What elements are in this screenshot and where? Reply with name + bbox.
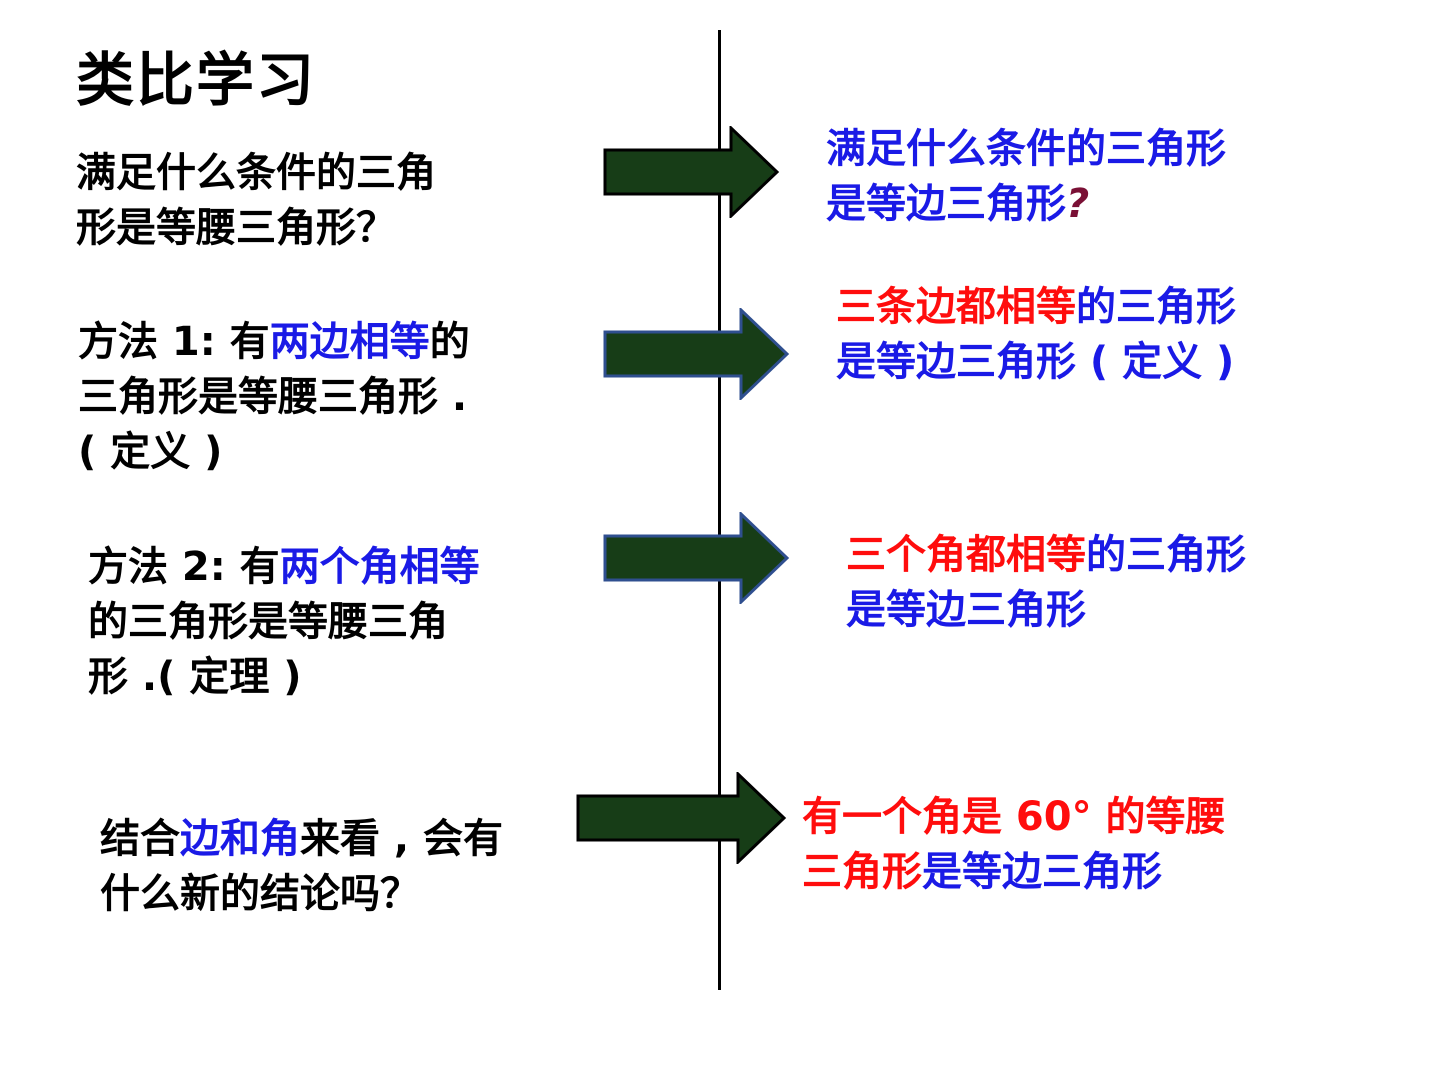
question-combined-suffix: 来看 , 会有 <box>300 816 504 862</box>
question-equilateral-text: 是等边三角形 <box>826 181 1066 227</box>
conclusion-sides-red: 三条边都相等 <box>836 284 1076 330</box>
conclusion-60-blue: 是等边三角形 <box>922 849 1162 895</box>
method-1: 方法 1: 有两边相等的 三角形是等腰三角形 . ( 定义 ) <box>78 315 470 480</box>
conclusion-60-line2: 三角形是等边三角形 <box>802 845 1226 900</box>
method-2-prefix: 方法 2: 有 <box>88 544 280 590</box>
question-equilateral-line2: 是等边三角形? <box>826 177 1226 232</box>
method-2-line3: 形 .( 定理 ) <box>88 654 302 700</box>
conclusion-60-red: 三角形 <box>802 849 922 895</box>
arrow-right-icon <box>603 308 790 400</box>
method-1-highlight: 两边相等 <box>269 319 430 365</box>
method-2: 方法 2: 有两个角相等 的三角形是等腰三角 形 .( 定理 ) <box>88 540 480 705</box>
conclusion-angles: 三个角都相等的三角形 是等边三角形 <box>846 528 1246 638</box>
question-combined-prefix: 结合 <box>100 816 180 862</box>
arrow-right-icon <box>603 512 790 604</box>
question-equilateral: 满足什么条件的三角形 是等边三角形? <box>826 122 1226 232</box>
question-isosceles-line2: 形是等腰三角形？ <box>76 205 396 251</box>
conclusion-60-line1: 有一个角是 60° 的等腰 <box>802 794 1226 840</box>
conclusion-60-degree: 有一个角是 60° 的等腰 三角形是等边三角形 <box>802 790 1226 900</box>
arrow-right-icon <box>576 772 787 864</box>
question-equilateral-line1: 满足什么条件的三角形 <box>826 126 1226 172</box>
slide-title: 类比学习 <box>76 46 317 114</box>
method-1-suffix: 的 <box>429 319 470 365</box>
method-2-highlight: 两个角相等 <box>279 544 480 590</box>
method-1-line3: ( 定义 ) <box>78 429 223 475</box>
conclusion-sides-line2: 是等边三角形 ( 定义 ) <box>836 339 1235 385</box>
question-combined-line2: 什么新的结论吗？ <box>100 871 420 917</box>
conclusion-angles-line2: 是等边三角形 <box>846 587 1086 633</box>
conclusion-angles-blue: 的三角形 <box>1086 532 1246 578</box>
method-2-line2: 的三角形是等腰三角 <box>88 599 448 645</box>
question-combined: 结合边和角来看 , 会有 什么新的结论吗？ <box>100 812 503 922</box>
question-isosceles-line1: 满足什么条件的三角 <box>76 150 436 196</box>
method-1-prefix: 方法 1: 有 <box>78 319 270 365</box>
question-combined-line1: 结合边和角来看 , 会有 <box>100 812 503 867</box>
vertical-divider <box>718 30 721 990</box>
method-2-line1: 方法 2: 有两个角相等 <box>88 540 480 595</box>
question-isosceles: 满足什么条件的三角 形是等腰三角形？ <box>76 146 436 256</box>
conclusion-sides-line1: 三条边都相等的三角形 <box>836 280 1236 335</box>
conclusion-sides-blue: 的三角形 <box>1076 284 1236 330</box>
conclusion-angles-red: 三个角都相等 <box>846 532 1086 578</box>
method-1-line1: 方法 1: 有两边相等的 <box>78 315 470 370</box>
arrow-right-icon <box>603 126 780 218</box>
conclusion-sides: 三条边都相等的三角形 是等边三角形 ( 定义 ) <box>836 280 1236 390</box>
conclusion-angles-line1: 三个角都相等的三角形 <box>846 528 1246 583</box>
question-mark: ? <box>1066 181 1090 227</box>
method-1-line2: 三角形是等腰三角形 . <box>78 374 468 420</box>
question-combined-highlight: 边和角 <box>180 816 300 862</box>
